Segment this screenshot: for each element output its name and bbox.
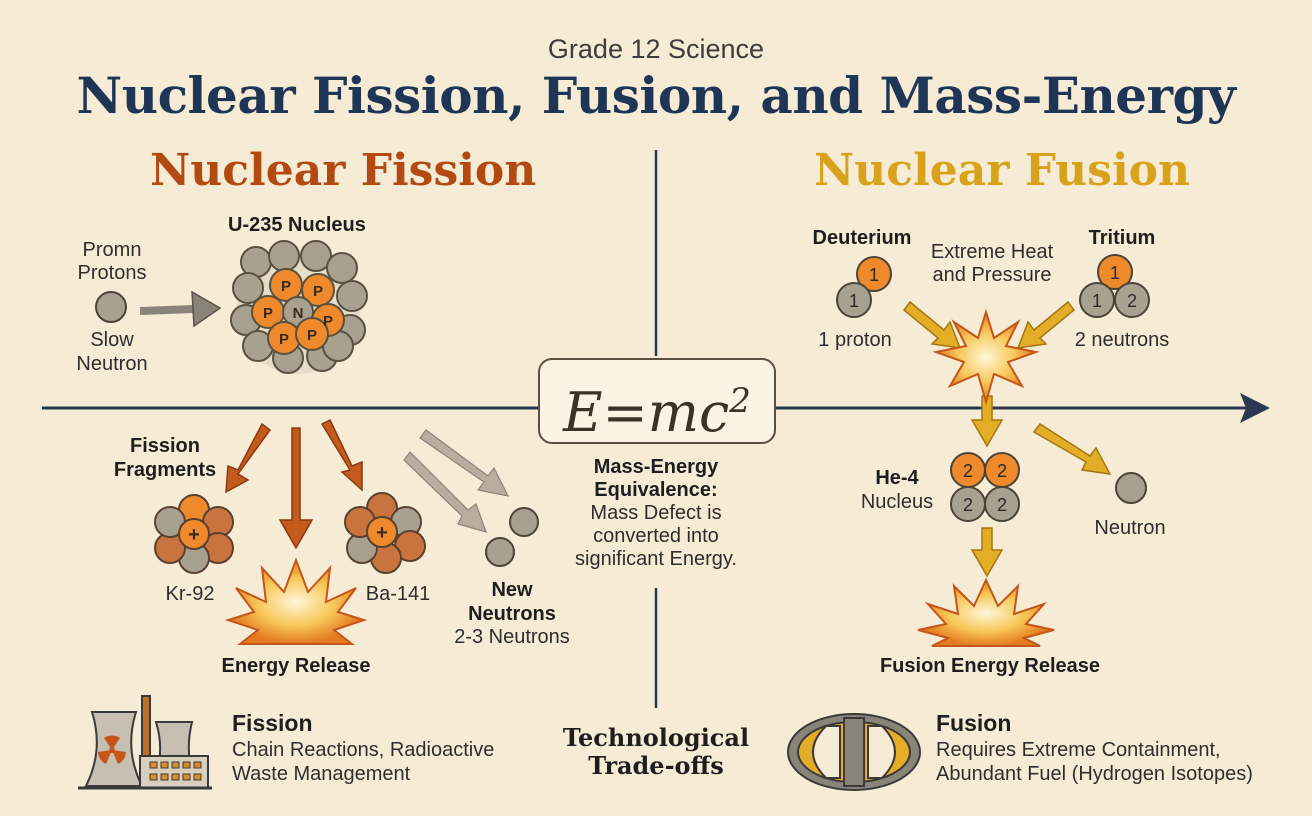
caption-bold-1: Mass-Energy [593, 456, 719, 478]
deuterium-label: Deuterium [812, 227, 912, 249]
fusion-neutron-label: Neutron [1094, 517, 1166, 539]
tritium-neutron-num: 1 [1092, 291, 1102, 311]
fusion-neutron [1115, 472, 1147, 504]
slow-neutron-label-2: Neutron [76, 353, 148, 375]
deuterium-caption: 1 proton [818, 329, 892, 351]
fusion-star-icon [932, 308, 1040, 406]
equation-box: E=mc2 [538, 358, 776, 444]
page-title: Nuclear Fission, Fusion, and Mass-Energy [76, 66, 1236, 125]
plant-windows [149, 761, 202, 781]
conditions-line-2: and Pressure [932, 264, 1052, 286]
caption-line-2: converted into [593, 525, 719, 547]
proton-letter: P [281, 278, 291, 295]
proton-letter: P [263, 305, 273, 322]
slow-neutron [95, 291, 127, 323]
nucleus-letters: P P P N P P P [263, 278, 333, 348]
incoming-label-1: Promn [82, 239, 142, 261]
tokamak-icon [787, 713, 921, 791]
helium-num: 2 [997, 461, 1007, 481]
neutron-arrow [139, 290, 222, 328]
fission-energy-burst-icon [224, 557, 368, 645]
deuterium-proton-num: 1 [869, 265, 879, 285]
new-neutrons-label-1: New [491, 579, 533, 601]
power-plant-icon [78, 695, 212, 790]
tritium-icon [1079, 254, 1150, 318]
u235-label: U-235 Nucleus [228, 214, 366, 236]
tradeoffs-label-2: Trade-offs [588, 751, 724, 780]
new-neutron-arrows [403, 429, 510, 533]
footer-fission-desc-1: Chain Reactions, Radioactive [232, 739, 495, 761]
tritium-neutron-num: 2 [1127, 291, 1137, 311]
deuterium-icon [836, 256, 892, 318]
plus-symbol: + [188, 524, 200, 546]
footer-fission-desc-2: Waste Management [232, 763, 411, 785]
caption-line-1: Mass Defect is [590, 502, 722, 524]
neutron-letter: N [293, 305, 304, 322]
deuterium-neutron-num: 1 [849, 291, 859, 311]
radiation-symbol-icon [98, 735, 126, 764]
helium-num: 2 [997, 495, 1007, 515]
equation-text: E=mc [563, 381, 730, 444]
fission-energy-label: Energy Release [221, 655, 371, 677]
fission-section-title: Nuclear Fission [150, 145, 537, 196]
helium-label-1: He-4 [875, 467, 919, 489]
fusion-energy-label: Fusion Energy Release [879, 655, 1101, 677]
fragments-label-1: Fission [129, 435, 200, 457]
fragments-label-2: Fragments [113, 459, 217, 481]
fusion-arrows [902, 300, 1112, 578]
helium4-nucleus-icon [950, 452, 1020, 522]
axis-arrowhead [1240, 393, 1270, 423]
tritium-proton-num: 1 [1110, 263, 1120, 283]
ba141-label: Ba-141 [365, 583, 431, 605]
tritium-caption: 2 neutrons [1074, 329, 1170, 351]
fusion-section-title: Nuclear Fusion [814, 145, 1190, 196]
caption-bold-2: Equivalence: [594, 479, 718, 501]
u235-nucleus-icon [230, 240, 368, 374]
proton-letter: P [313, 283, 323, 300]
helium-num: 2 [963, 495, 973, 515]
new-neutron [509, 507, 539, 537]
tradeoffs-label-1: Technological [562, 723, 750, 752]
footer-fusion-title: Fusion [936, 710, 1012, 736]
new-neutrons-count: 2-3 Neutrons [454, 626, 570, 648]
proton-letter: P [307, 327, 317, 344]
plus-symbol: + [376, 522, 388, 544]
slow-neutron-label-1: Slow [90, 329, 134, 351]
subtitle: Grade 12 Science [547, 34, 765, 64]
new-neutron [485, 537, 515, 567]
helium-num: 2 [963, 461, 973, 481]
fusion-energy-burst-icon [917, 577, 1055, 647]
footer-fusion-desc-2: Abundant Fuel (Hydrogen Isotopes) [936, 763, 1253, 785]
kr92-label: Kr-92 [165, 583, 215, 605]
new-neutrons-label-2: Neutrons [468, 603, 556, 625]
fission-arrows [225, 418, 363, 550]
equation-exponent: 2 [729, 381, 751, 421]
footer-fusion-desc-1: Requires Extreme Containment, [936, 739, 1221, 761]
kr92-fragment-icon [154, 494, 234, 574]
helium-label-2: Nucleus [860, 491, 934, 513]
footer-fission-title: Fission [232, 710, 313, 736]
tritium-label: Tritium [1088, 227, 1156, 249]
ba141-fragment-icon [344, 492, 426, 574]
incoming-label-2: Protons [77, 262, 147, 284]
caption-line-3: significant Energy. [575, 548, 737, 570]
proton-letter: P [279, 331, 289, 348]
conditions-line-1: Extreme Heat [930, 241, 1054, 263]
proton-letter: P [323, 313, 333, 330]
